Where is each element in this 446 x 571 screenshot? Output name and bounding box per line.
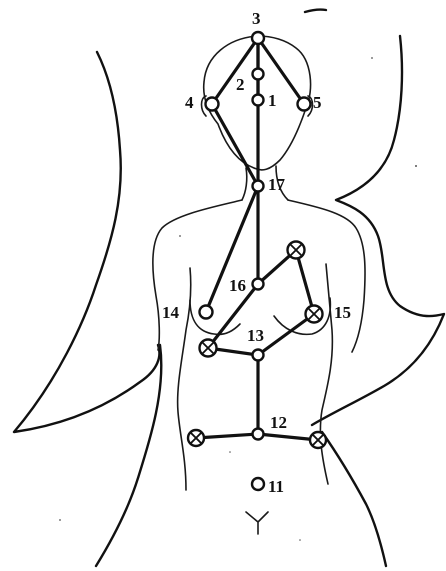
aura-lower-right-curve — [322, 432, 386, 566]
acupoint-1 — [253, 95, 264, 106]
aura-left-curve — [14, 52, 159, 432]
acupoint-13 — [253, 350, 264, 361]
acupoint-2 — [253, 69, 264, 80]
acupoint-12 — [253, 429, 264, 440]
meridian-line-4-17 — [212, 104, 258, 186]
left-shoulder-arm — [153, 200, 242, 350]
acupoint-left-hip — [188, 430, 204, 446]
acupoint-17 — [253, 181, 264, 192]
label-11: 11 — [268, 477, 284, 496]
label-12: 12 — [270, 413, 287, 432]
acupoint-5 — [298, 98, 311, 111]
label-3: 3 — [252, 9, 261, 28]
label-1: 1 — [268, 91, 277, 110]
acupoint-right-hip — [310, 432, 326, 448]
open-circle-marker — [253, 429, 264, 440]
acupoint-upper-right-breast — [288, 242, 305, 259]
aura-top-mark — [305, 10, 326, 12]
open-circle-marker — [298, 98, 311, 111]
speck — [415, 165, 417, 167]
open-circle-marker — [253, 350, 264, 361]
speck — [59, 519, 61, 521]
open-circle-marker — [252, 478, 264, 490]
acupoint-4 — [206, 98, 219, 111]
label-13: 13 — [247, 326, 264, 345]
open-circle-marker — [253, 69, 264, 80]
meridian-line-12-left-hip — [196, 434, 258, 438]
speck — [371, 57, 373, 59]
aura-right-curve — [312, 36, 444, 425]
acupoint-lower-left-rib — [200, 340, 217, 357]
open-circle-marker — [253, 181, 264, 192]
acupoint-15 — [306, 306, 323, 323]
open-circle-marker — [200, 306, 213, 319]
speck — [179, 235, 181, 237]
navel-mark — [246, 512, 268, 534]
label-14: 14 — [162, 303, 180, 322]
label-16: 16 — [229, 276, 246, 295]
label-5: 5 — [313, 93, 322, 112]
label-2: 2 — [236, 75, 245, 94]
neck-left — [242, 168, 247, 200]
open-circle-marker — [206, 98, 219, 111]
meridian-line-upper-right-breast-15 — [296, 250, 314, 314]
acupoint-3 — [252, 32, 264, 44]
meridian-line-3-4 — [212, 38, 258, 104]
acupoint-11 — [252, 478, 264, 490]
speck — [229, 451, 231, 453]
label-4: 4 — [185, 93, 194, 112]
left-torso — [178, 268, 191, 490]
speck — [299, 539, 301, 541]
label-15: 15 — [334, 303, 351, 322]
open-circle-marker — [252, 32, 264, 44]
open-circle-marker — [253, 95, 264, 106]
label-17: 17 — [268, 175, 286, 194]
acupoint-14 — [200, 306, 213, 319]
aura-lower-left-curve — [96, 345, 161, 566]
acupoint-16 — [253, 279, 264, 290]
right-torso — [320, 264, 332, 484]
open-circle-marker — [253, 279, 264, 290]
